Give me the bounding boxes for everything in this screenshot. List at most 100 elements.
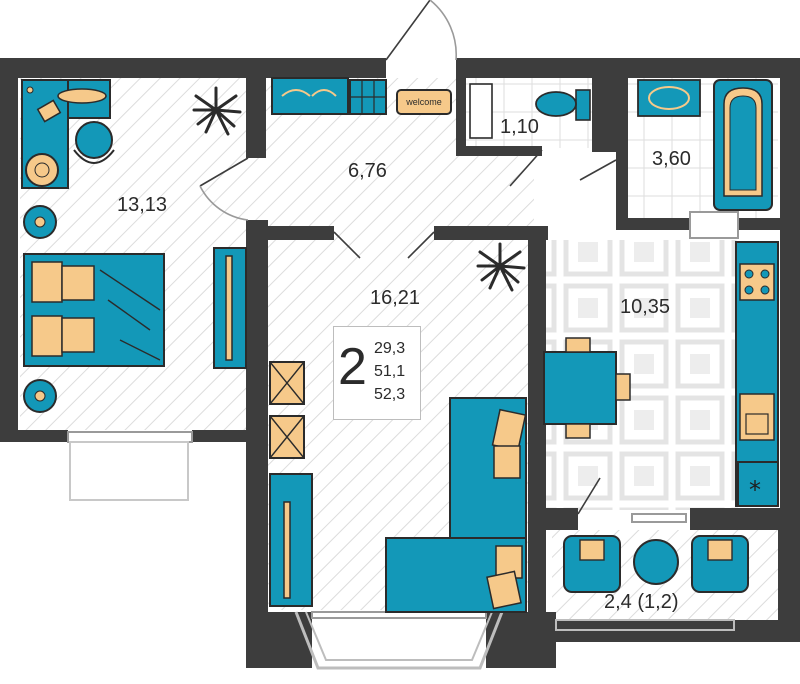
- wall: [0, 58, 18, 440]
- laptop-icon: [36, 99, 62, 123]
- entrance-door: [385, 0, 431, 61]
- wall: [246, 78, 266, 158]
- entrance-door-swing: [429, 0, 457, 61]
- houseplant-icon: [192, 86, 242, 136]
- blanket-fold: [99, 269, 161, 361]
- wall: [528, 230, 546, 668]
- toilet-door: [509, 149, 543, 187]
- armchair-cushion: [579, 539, 605, 561]
- sofa-cushion: [493, 445, 521, 479]
- wall: [0, 58, 386, 78]
- kitchen-window: [631, 513, 687, 523]
- living-room-area-label: 16,21: [370, 287, 421, 309]
- tv-icon: [225, 255, 233, 361]
- dining-chair: [565, 337, 591, 353]
- wall: [534, 508, 578, 530]
- pillow: [31, 315, 63, 357]
- wall: [456, 146, 542, 156]
- tv-console: [269, 473, 313, 607]
- wall: [616, 78, 628, 228]
- wall: [778, 530, 800, 642]
- toilet-area-label: 1,10: [500, 116, 539, 138]
- bedroom-window: [67, 431, 193, 443]
- wall: [434, 226, 548, 240]
- kitchen-sink-icon: [739, 393, 775, 441]
- sofa-cushion: [486, 570, 522, 610]
- bathroom-furniture: [637, 79, 773, 211]
- walls: [0, 58, 800, 668]
- bay-window-frame: [294, 611, 504, 670]
- side-table-icon: [25, 153, 59, 187]
- wall: [256, 226, 334, 240]
- windows: [67, 211, 739, 670]
- wall: [246, 220, 268, 442]
- storage-cabinet-cross: [269, 415, 305, 459]
- nightstand-lamp-icon: [34, 390, 46, 402]
- hallway-area-label: 6,76: [348, 160, 387, 182]
- usable-area-value: 51,1: [374, 363, 406, 380]
- nightstand-lamp-icon: [34, 216, 46, 228]
- pillow: [61, 317, 95, 353]
- bathroom-vent: [689, 211, 739, 239]
- balcony-window: [555, 619, 735, 631]
- toilet-furniture: [469, 83, 591, 139]
- sink-bowl-icon: [648, 86, 690, 110]
- bathroom-area-label: 3,60: [652, 148, 691, 170]
- dining-table: [543, 351, 617, 425]
- tv-icon: [283, 501, 291, 599]
- stove-icon: [739, 263, 775, 301]
- armchair: [691, 535, 749, 593]
- wall: [192, 430, 258, 442]
- wall: [616, 218, 698, 230]
- desk-lamp-base: [26, 86, 34, 94]
- coat-hanger-icon: [281, 89, 337, 97]
- living-area-value: 29,3: [374, 340, 406, 357]
- burner-icon: [760, 269, 770, 279]
- houseplant-icon: [476, 242, 526, 292]
- desk-lamp-icon: [57, 88, 107, 104]
- bathroom-door: [579, 159, 617, 181]
- area-values: 29,3 51,1 52,3: [374, 337, 405, 406]
- office-chair-arms: [73, 149, 115, 164]
- coffee-table: [633, 539, 679, 585]
- balcony-door: [577, 477, 601, 515]
- armchair-cushion: [707, 539, 733, 561]
- balcony-furniture: [563, 535, 749, 593]
- dining-chair: [565, 423, 591, 439]
- toilet-tank: [575, 89, 591, 121]
- bedroom-furniture: [21, 79, 247, 413]
- armchair: [563, 535, 621, 593]
- wall: [456, 58, 800, 78]
- bathtub-inner: [729, 95, 757, 191]
- sink-cabinet: [469, 83, 493, 139]
- storage-cabinet-cross: [269, 361, 305, 405]
- office-chair-icon: [75, 121, 113, 159]
- wall: [690, 508, 800, 530]
- burner-icon: [744, 285, 754, 295]
- bay-window-frame: [305, 611, 493, 661]
- dining-chair: [615, 373, 631, 401]
- wall: [780, 58, 800, 508]
- total-area-value: 52,3: [374, 386, 406, 403]
- toilet-icon: [535, 91, 577, 117]
- wall: [256, 612, 312, 668]
- living-door-right: [407, 231, 435, 259]
- bedroom-door: [199, 157, 249, 187]
- shoe-rack-grid: [350, 80, 386, 114]
- fridge-snowflake-icon: *: [749, 476, 761, 504]
- wall: [736, 218, 780, 230]
- burner-icon: [760, 285, 770, 295]
- burner-icon: [744, 269, 754, 279]
- welcome-doormat: welcome: [396, 89, 452, 115]
- apartment-info-box: 2 29,3 51,1 52,3: [333, 326, 421, 420]
- doors: [199, 0, 617, 515]
- wall: [456, 78, 466, 150]
- kitchen-area-label: 10,35: [620, 296, 671, 318]
- living-door-left: [333, 231, 361, 259]
- kitchen-furniture: [543, 241, 779, 507]
- room-count: 2: [338, 338, 367, 396]
- wall: [246, 430, 268, 668]
- fridge: [737, 461, 779, 507]
- bedroom-area-label: 13,13: [117, 194, 168, 216]
